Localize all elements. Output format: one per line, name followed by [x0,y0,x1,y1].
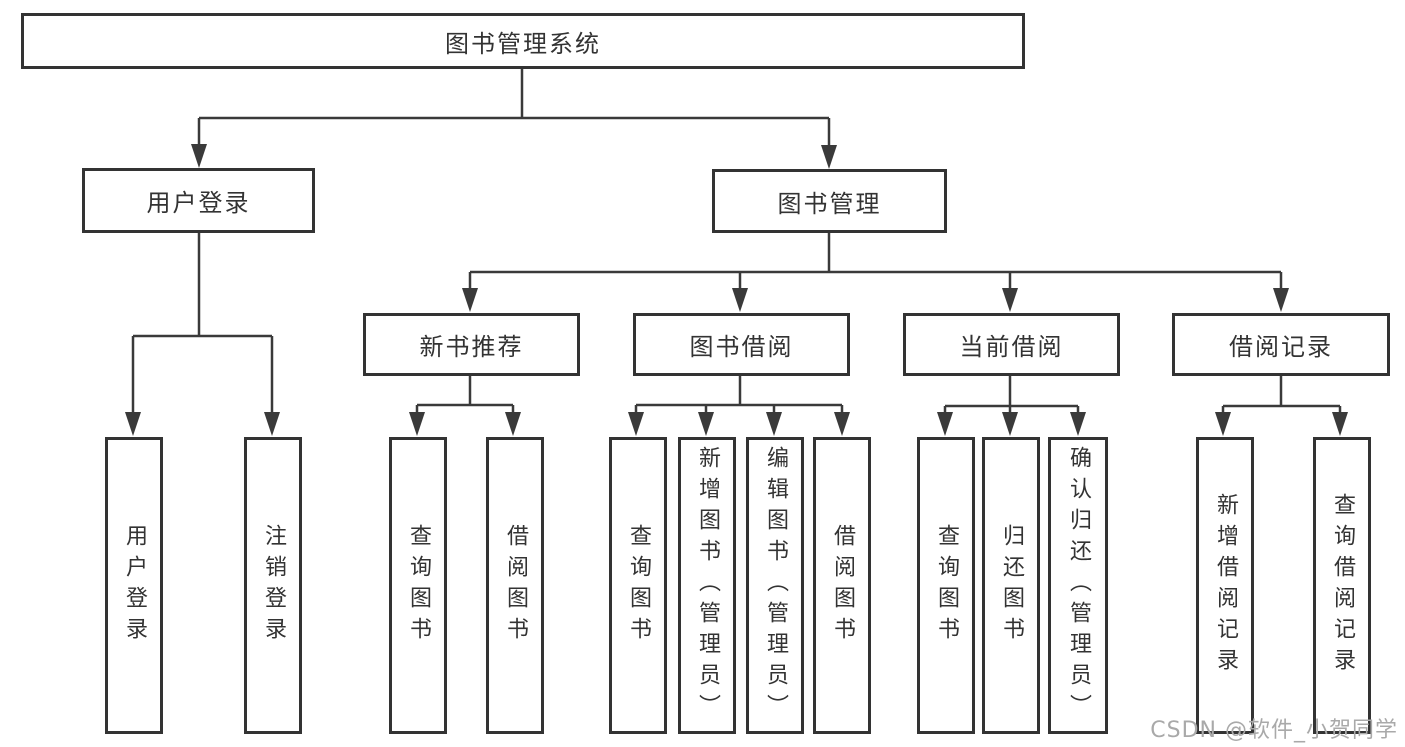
node-label: 确认归还（管理员） [1066,446,1091,725]
node-label: 用户登录 [122,523,147,648]
node-book-management: 图书管理 [712,169,947,233]
node-label: 用户登录 [146,189,251,217]
node-label: 当前借阅 [959,333,1064,361]
node-user-login: 用户登录 [82,168,315,233]
node-label: 查询图书 [626,523,651,648]
leaf-borrow-query: 查询图书 [609,437,667,734]
arrow-icon [834,412,850,436]
node-library-system: 图书管理系统 [21,13,1025,69]
node-new-book-recommend: 新书推荐 [363,313,580,376]
arrow-icon [505,412,521,436]
node-label: 新增借阅记录 [1213,492,1238,679]
node-label: 注销登录 [261,523,286,648]
node-label: 新书推荐 [419,333,524,361]
arrow-icon [125,412,141,436]
arrow-icon [462,288,478,312]
arrow-icon [1273,288,1289,312]
arrow-icon [1332,412,1348,436]
node-label: 查询图书 [934,523,959,648]
arrow-icon [264,412,280,436]
leaf-current-query: 查询图书 [917,437,975,734]
arrow-icon [191,144,207,168]
arrow-icon [732,288,748,312]
leaf-user-login: 用户登录 [105,437,163,734]
node-label: 查询借阅记录 [1330,492,1355,679]
leaf-current-confirm-return-admin: 确认归还（管理员） [1048,437,1108,734]
arrowheads [125,144,1348,436]
leaf-newbooks-query: 查询图书 [389,437,447,734]
leaf-current-return: 归还图书 [982,437,1040,734]
node-label: 归还图书 [999,523,1024,648]
leaf-borrow-edit-book-admin: 编辑图书（管理员） [746,437,804,734]
arrow-icon [937,412,953,436]
node-label: 编辑图书（管理员） [763,446,788,725]
csdn-watermark: CSDN @软件_小贺同学 [1150,718,1398,743]
arrow-icon [409,412,425,436]
leaf-borrow-add-book-admin: 新增图书（管理员） [678,437,736,734]
leaf-records-query: 查询借阅记录 [1313,437,1371,734]
node-label: 查询图书 [406,523,431,648]
arrow-icon [1002,412,1018,436]
node-label: 图书管理 [777,189,882,218]
arrow-icon [1002,288,1018,312]
arrow-icon [766,412,782,436]
leaf-borrow-borrow-book: 借阅图书 [813,437,871,734]
node-label: 借阅图书 [503,523,528,648]
node-label: 借阅图书 [830,523,855,648]
node-label: 新增图书（管理员） [695,446,720,725]
node-borrow-records: 借阅记录 [1172,313,1390,376]
leaf-logout: 注销登录 [244,437,302,734]
node-current-borrow: 当前借阅 [903,313,1120,376]
arrow-icon [821,145,837,169]
leaf-records-add: 新增借阅记录 [1196,437,1254,734]
arrow-icon [698,412,714,436]
node-label: 图书借阅 [689,333,794,361]
arrow-icon [1215,412,1231,436]
arrow-icon [1070,412,1086,436]
arrow-icon [628,412,644,436]
leaf-newbooks-borrow: 借阅图书 [486,437,544,734]
node-label: 图书管理系统 [445,29,601,58]
node-label: 借阅记录 [1229,333,1333,361]
node-book-borrow: 图书借阅 [633,313,850,376]
